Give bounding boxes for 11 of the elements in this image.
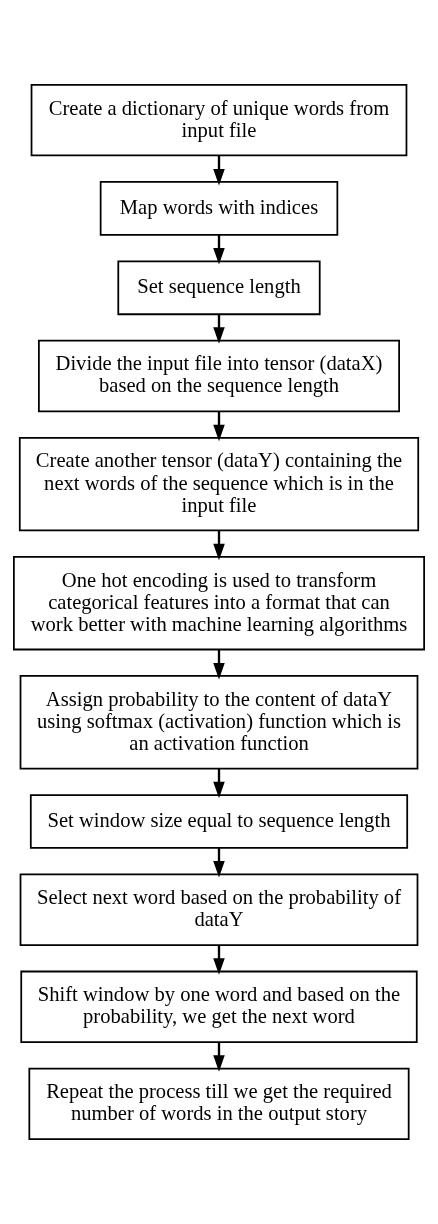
- node-box: Shift window by one word and based on the probability, we get the next word: [20, 970, 418, 1043]
- node-box: Set window size equal to sequence length: [29, 794, 409, 849]
- node-box: Repeat the process till we get the required number of words in the output story: [28, 1067, 410, 1140]
- node-box: Set sequence length: [117, 260, 321, 316]
- node-box: Create another tensor (dataY) containing the next words of the sequence which is in the input file: [18, 436, 420, 532]
- node-box: Assign probability to the content of dataY using softmax (activation) function which is an activation function: [19, 675, 419, 770]
- node-box: Map words with indices: [99, 181, 339, 236]
- node-box: Divide the input file into tensor (dataX) based on the sequence length: [38, 339, 400, 413]
- node-box: One hot encoding is used to transform categorical features into a format that can work better with machine learning algorithms: [13, 556, 425, 651]
- node-box: Create a dictionary of unique words from input file: [30, 84, 408, 157]
- node-box: Select next word based on the probability of dataY: [19, 873, 419, 946]
